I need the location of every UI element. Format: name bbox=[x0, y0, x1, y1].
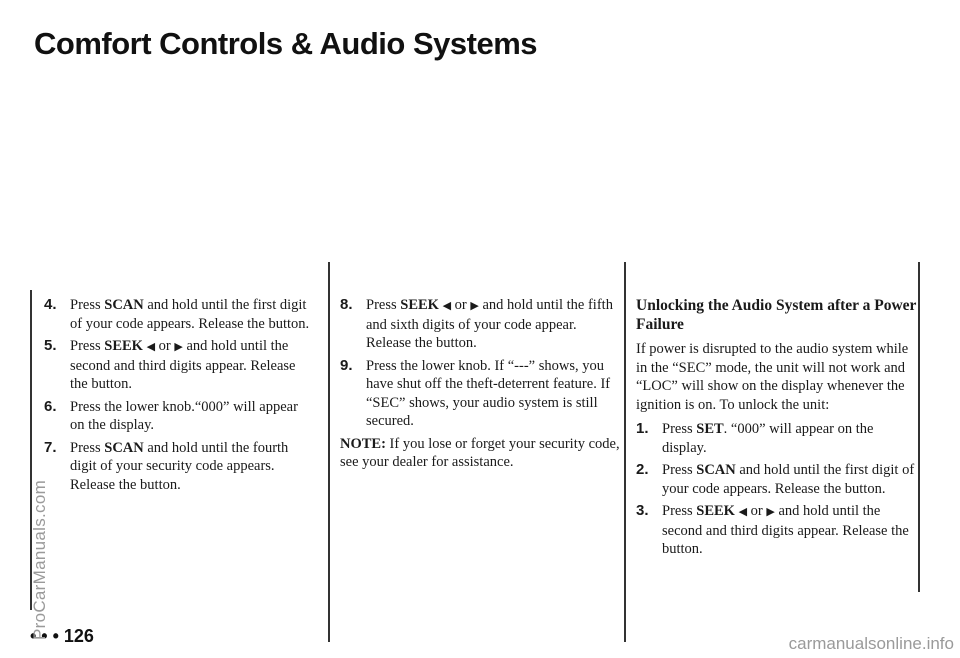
page-title: Comfort Controls & Audio Systems bbox=[34, 26, 538, 61]
step-number: 8. bbox=[340, 296, 353, 313]
step-text: or bbox=[155, 338, 175, 354]
step-text: Press bbox=[662, 421, 697, 437]
bottom-watermark: carmanualsonline.info bbox=[788, 634, 954, 653]
middle-column: 8. Press SEEK ◀ or ▶ and hold until the … bbox=[340, 296, 620, 472]
note-text: If you lose or forget your security code… bbox=[340, 435, 620, 471]
step-8: 8. Press SEEK ◀ or ▶ and hold until the … bbox=[340, 296, 620, 353]
step-text: and hold until the fifth and sixth digit… bbox=[366, 297, 613, 351]
security-note: NOTE: If you lose or forget your securit… bbox=[340, 435, 620, 472]
step-number: 5. bbox=[44, 337, 57, 354]
step-number: 3. bbox=[636, 502, 649, 519]
step-text: and hold until the first digit of your c… bbox=[662, 462, 915, 497]
button-name: SCAN bbox=[104, 297, 144, 313]
button-name: SCAN bbox=[104, 439, 144, 456]
step-text: Press bbox=[70, 338, 105, 354]
button-name: SCAN bbox=[696, 462, 736, 478]
step-text: Press bbox=[366, 297, 401, 313]
right-column: Unlocking the Audio System after a Power… bbox=[636, 296, 920, 563]
step-2: 2. Press SCAN and hold until the first d… bbox=[636, 461, 920, 498]
step-number: 7. bbox=[44, 438, 57, 456]
note-label: NOTE: bbox=[340, 435, 386, 452]
button-name: SET bbox=[696, 421, 724, 437]
left-column: 4. Press SCAN and hold until the first d… bbox=[44, 296, 314, 498]
step-7: 7. Press SCAN and hold until the fourth … bbox=[44, 439, 314, 495]
arrow-right-icon: ▶ bbox=[174, 341, 183, 353]
step-3: 3. Press SEEK ◀ or ▶ and hold until the … bbox=[636, 502, 920, 559]
step-text: Press bbox=[70, 297, 105, 313]
step-number: 9. bbox=[340, 356, 353, 374]
column-divider-middle-left bbox=[328, 262, 330, 642]
step-text: Press bbox=[662, 503, 697, 519]
step-text: or bbox=[747, 503, 767, 519]
step-text: Press the lower knob. If “---” shows, yo… bbox=[366, 357, 611, 430]
step-number: 2. bbox=[636, 461, 649, 478]
step-text: and hold until the first digit of your c… bbox=[70, 297, 310, 332]
step-5: 5. Press SEEK ◀ or ▶ and hold until the … bbox=[44, 337, 314, 394]
step-text: or bbox=[451, 297, 471, 313]
step-text: Press the lower knob.“000” will appear o… bbox=[70, 398, 298, 434]
step-number: 1. bbox=[636, 420, 649, 437]
step-text: Press bbox=[662, 462, 697, 478]
arrow-right-icon: ▶ bbox=[470, 300, 479, 312]
step-text: . “000” will appear on the display. bbox=[662, 421, 874, 456]
column-divider-middle-right bbox=[624, 262, 626, 642]
step-1: 1. Press SET. “000” will appear on the d… bbox=[636, 420, 920, 457]
section-heading: Unlocking the Audio System after a Power… bbox=[636, 297, 917, 333]
arrow-right-icon: ▶ bbox=[766, 506, 775, 518]
step-text: and hold until the second and third digi… bbox=[662, 503, 909, 557]
button-name: SEEK bbox=[104, 338, 143, 354]
arrow-left-icon: ◀ bbox=[442, 300, 452, 312]
column-divider-left bbox=[30, 290, 32, 610]
side-watermark: ProCarManuals.com bbox=[30, 479, 49, 640]
step-4: 4. Press SCAN and hold until the first d… bbox=[44, 296, 314, 333]
step-text: and hold until the second and third digi… bbox=[70, 338, 296, 392]
step-text: Press bbox=[70, 439, 105, 456]
page-number: • • • 126 bbox=[30, 626, 94, 646]
button-name: SEEK bbox=[696, 503, 735, 519]
arrow-left-icon: ◀ bbox=[146, 341, 156, 353]
step-text: and hold until the fourth digit of your … bbox=[70, 439, 289, 493]
button-name: SEEK bbox=[400, 297, 439, 313]
step-6: 6. Press the lower knob.“000” will appea… bbox=[44, 398, 314, 435]
step-number: 6. bbox=[44, 397, 57, 415]
intro-paragraph: If power is disrupted to the audio syste… bbox=[636, 341, 909, 413]
step-9: 9. Press the lower knob. If “---” shows,… bbox=[340, 357, 620, 431]
column-divider-right bbox=[918, 262, 920, 592]
arrow-left-icon: ◀ bbox=[738, 506, 748, 518]
step-number: 4. bbox=[44, 296, 57, 313]
